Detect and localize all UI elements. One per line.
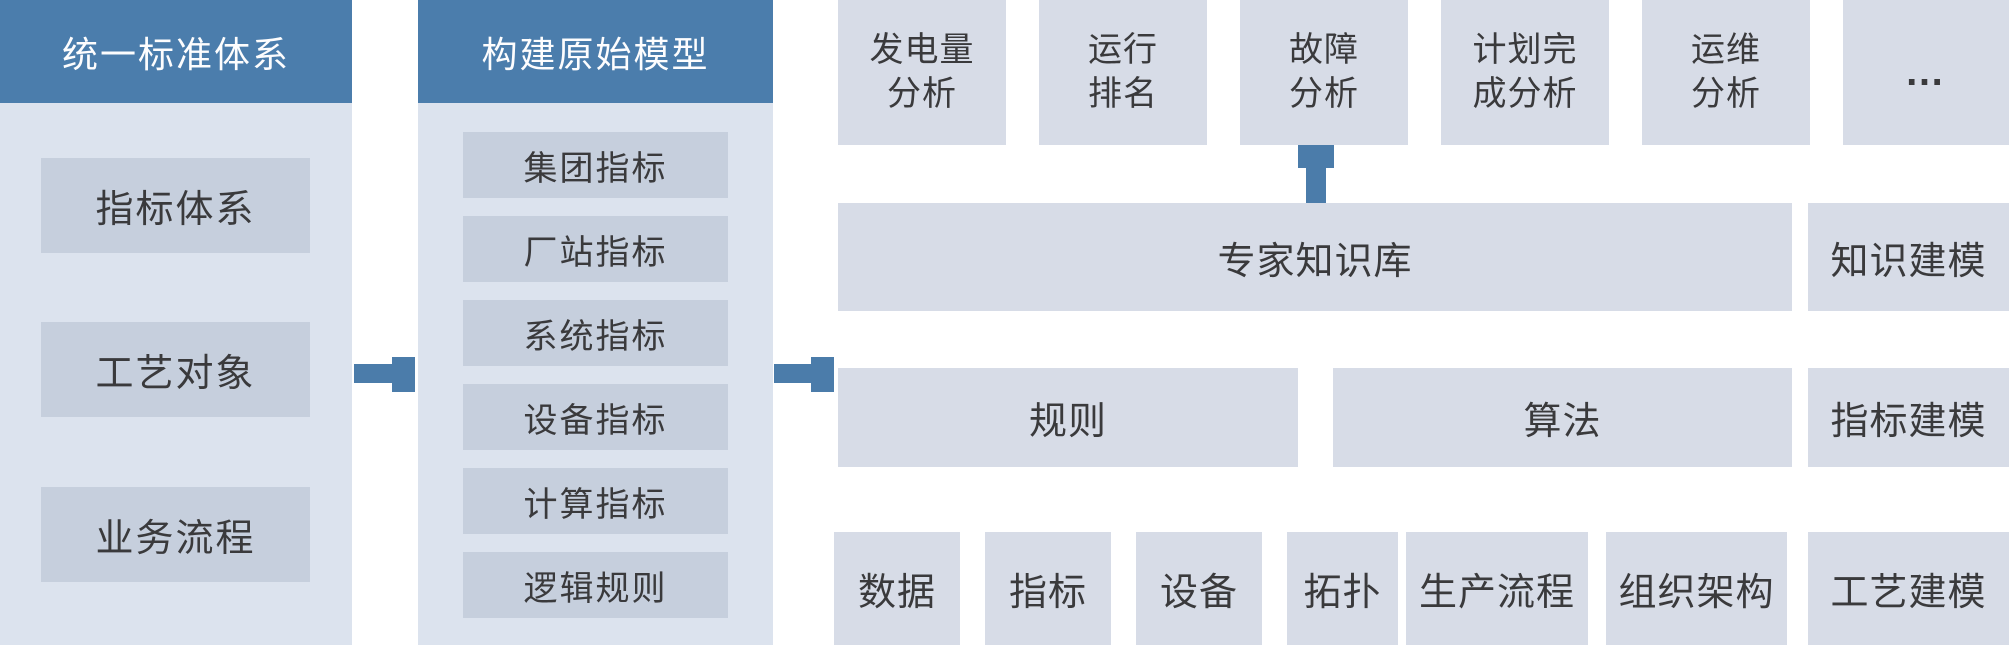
indicator-system-box: 指标体系	[41, 158, 310, 253]
arrow-right-1-tail	[354, 364, 394, 383]
arrow-right-1-head	[392, 357, 415, 392]
expert-knowledge-base-box: 专家知识库	[838, 203, 1792, 311]
arrow-right-2-tail	[774, 364, 813, 383]
topology-box: 拓扑	[1287, 532, 1398, 645]
arrow-right-2-head	[811, 357, 834, 392]
om-analysis-box: 运维 分析	[1642, 0, 1810, 145]
rule-box: 规则	[838, 368, 1298, 467]
org-structure-box: 组织架构	[1606, 532, 1787, 645]
standard-system-header: 统一标准体系	[0, 0, 352, 103]
production-process-box: 生产流程	[1406, 532, 1588, 645]
plant-indicator-box: 厂站指标	[463, 216, 728, 282]
equipment-indicator-box: 设备指标	[463, 384, 728, 450]
fault-analysis-box: 故障 分析	[1240, 0, 1408, 145]
logic-rule-box: 逻辑规则	[463, 552, 728, 618]
equipment-box: 设备	[1136, 532, 1262, 645]
build-model-header: 构建原始模型	[418, 0, 773, 103]
group-indicator-box: 集团指标	[463, 132, 728, 198]
more-analysis-box: …	[1843, 0, 2009, 145]
knowledge-modeling-box: 知识建模	[1808, 203, 2009, 311]
process-object-box: 工艺对象	[41, 322, 310, 417]
arrow-up-head	[1298, 145, 1334, 168]
process-modeling-box: 工艺建模	[1808, 532, 2009, 645]
business-process-box: 业务流程	[41, 487, 310, 582]
operation-ranking-box: 运行 排名	[1039, 0, 1207, 145]
indicator-box: 指标	[985, 532, 1111, 645]
arrow-up-stem	[1306, 168, 1326, 204]
calc-indicator-box: 计算指标	[463, 468, 728, 534]
plan-completion-analysis-box: 计划完 成分析	[1441, 0, 1609, 145]
power-generation-analysis-box: 发电量 分析	[838, 0, 1006, 145]
algorithm-box: 算法	[1333, 368, 1792, 467]
indicator-modeling-box: 指标建模	[1808, 368, 2009, 467]
data-box: 数据	[834, 532, 960, 645]
system-indicator-box: 系统指标	[463, 300, 728, 366]
